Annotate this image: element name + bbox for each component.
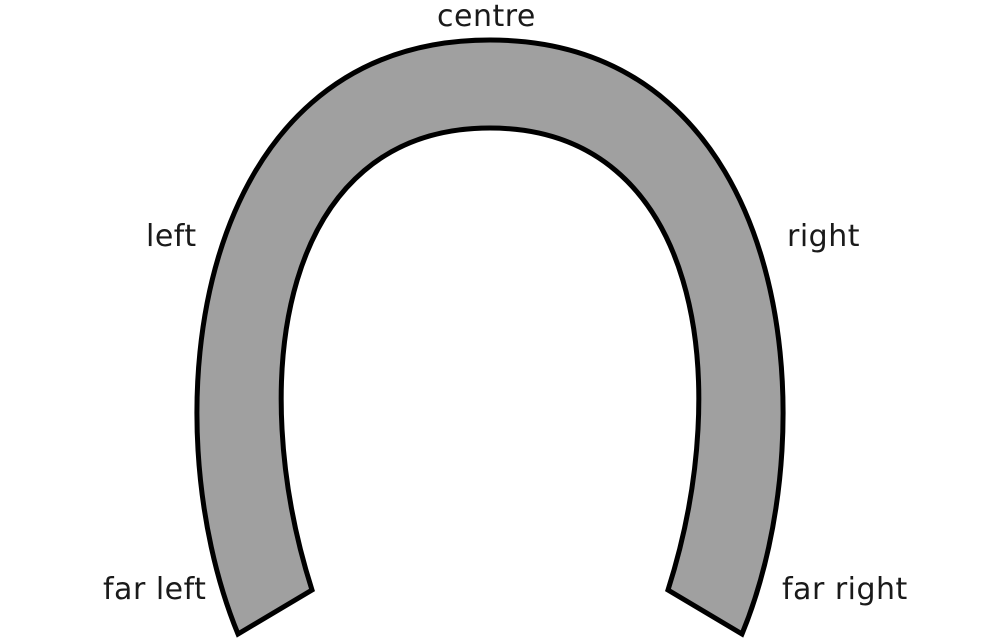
label-left: left: [146, 219, 197, 254]
label-right: right: [787, 219, 860, 254]
horseshoe-arc: [194, 37, 786, 638]
label-centre: centre: [437, 0, 536, 34]
label-far-right: far right: [782, 572, 908, 607]
label-far-left: far left: [103, 572, 207, 607]
